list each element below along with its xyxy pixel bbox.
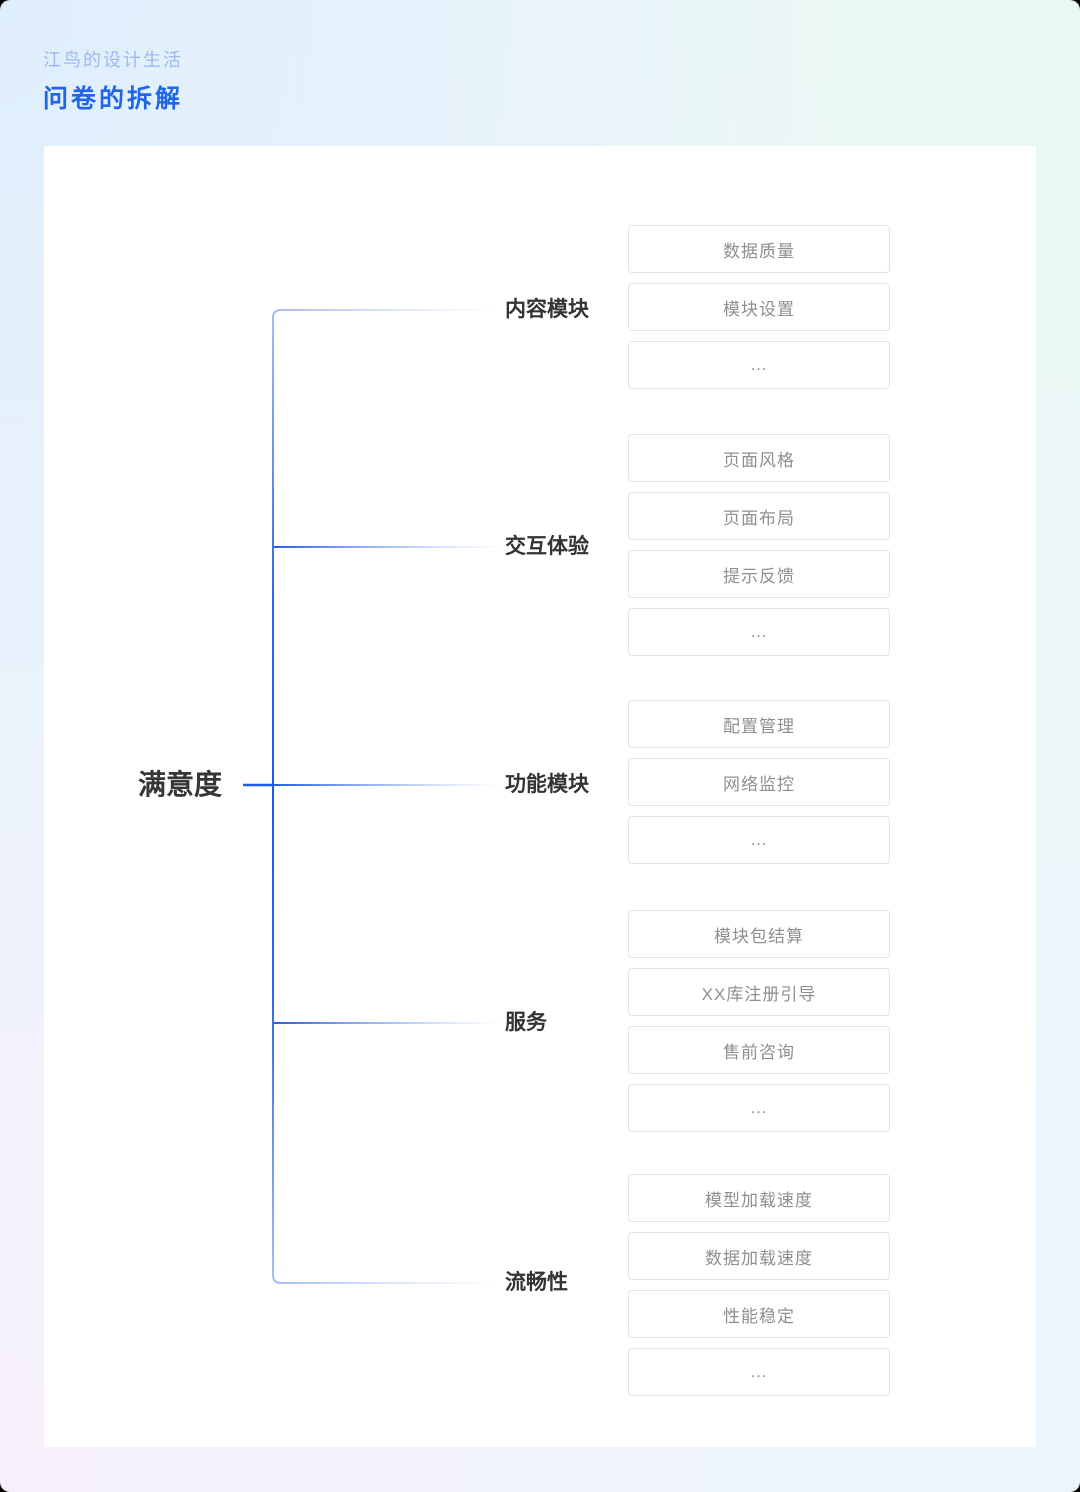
leaf-group-content-module: 数据质量模块设置 … (628, 225, 890, 389)
branch-label-fluency: 流畅性 (505, 1271, 568, 1294)
leaf-group-service: 模块包结算 XX库注册引导售前咨询 … (628, 910, 890, 1132)
brand-eyebrow: 江鸟的设计生活 (43, 50, 183, 70)
leaf-node: … (628, 608, 890, 656)
branch-label-function-module: 功能模块 (505, 773, 589, 796)
leaf-node: … (628, 1084, 890, 1132)
branch-label-service: 服务 (505, 1011, 547, 1034)
leaf-node: 模块设置 (628, 283, 890, 331)
leaf-node: … (628, 816, 890, 864)
connector-spine (272, 309, 282, 1284)
leaf-node: 数据加载速度 (628, 1232, 890, 1280)
leaf-node: 数据质量 (628, 225, 890, 273)
leaf-node: 模型加载速度 (628, 1174, 890, 1222)
leaf-node: 模块包结算 (628, 910, 890, 958)
leaf-node: … (628, 1348, 890, 1396)
connector-lines (243, 309, 502, 1284)
leaf-group-fluency: 模型加载速度数据加载速度性能稳定 … (628, 1174, 890, 1396)
leaf-group-function-module: 配置管理网络监控 … (628, 700, 890, 864)
leaf-node: 网络监控 (628, 758, 890, 806)
leaf-node: 售前咨询 (628, 1026, 890, 1074)
mindmap-card: 满意度 内容模块 交互体验 功能模块 服务 流畅性 数据质量模块设置 … 页面风格… (44, 146, 1036, 1447)
leaf-node: XX库注册引导 (628, 968, 890, 1016)
branch-label-interaction-experience: 交互体验 (505, 535, 589, 558)
leaf-node: 页面布局 (628, 492, 890, 540)
leaf-node: 页面风格 (628, 434, 890, 482)
branch-label-content-module: 内容模块 (505, 298, 589, 321)
leaf-node: 性能稳定 (628, 1290, 890, 1338)
leaf-node: 配置管理 (628, 700, 890, 748)
leaf-node: 提示反馈 (628, 550, 890, 598)
page-title: 问卷的拆解 (43, 85, 184, 113)
leaf-group-interaction-experience: 页面风格页面布局提示反馈 … (628, 434, 890, 656)
root-node: 满意度 (138, 769, 223, 800)
leaf-node: … (628, 341, 890, 389)
